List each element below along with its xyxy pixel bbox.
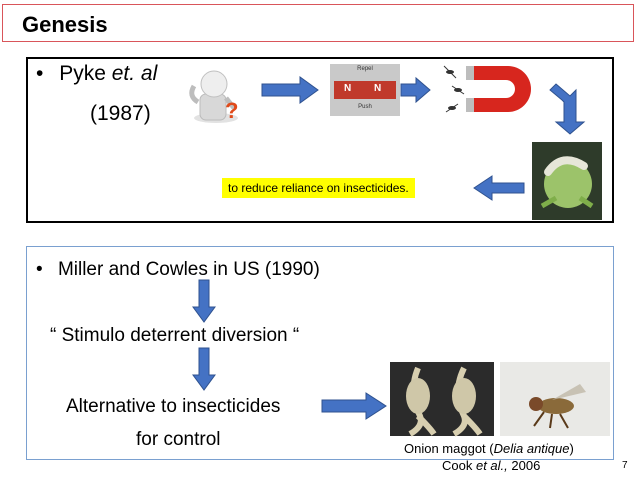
arrow-right-icon	[321, 392, 387, 420]
caption-author: Cook	[442, 458, 476, 473]
caption-line1-suffix: )	[569, 441, 574, 456]
authors-text: Pyke	[59, 62, 112, 85]
authors-etal: et. al	[111, 62, 158, 85]
caption-line1-prefix: Onion maggot (	[404, 441, 494, 456]
bullet: •	[36, 259, 43, 280]
highlight-text: to reduce reliance on insecticides.	[222, 178, 415, 198]
arrow-left-icon	[473, 175, 525, 201]
caption-line2: Cook et al., 2006	[442, 458, 540, 473]
section-2-line3: Alternative to insecticides	[66, 396, 281, 417]
arrow-right-icon	[400, 76, 431, 104]
arrow-right-icon	[261, 76, 319, 104]
magnet-photo: Repel N N Push	[330, 64, 400, 116]
section-1-year: (1987)	[90, 102, 151, 125]
section-1-box	[26, 57, 614, 223]
section-2-line1: • Miller and Cowles in US (1990)	[36, 259, 320, 281]
miller-cowles-text: Miller and Cowles in US (1990)	[57, 259, 320, 280]
magnet-bar	[334, 81, 396, 99]
caption-species: Delia antique	[493, 441, 570, 456]
section-2-line2: “ Stimulo deterrent diversion “	[50, 325, 300, 346]
caption-line1: Onion maggot (Delia antique)	[404, 441, 574, 456]
arrow-elbow-down-icon	[549, 83, 586, 135]
caterpillar-photo	[532, 142, 602, 220]
title-box	[2, 4, 634, 42]
page-number: 7	[622, 460, 628, 471]
caption-etal: et al.,	[475, 458, 508, 473]
bullet: •	[36, 62, 44, 85]
arrow-down-icon	[192, 347, 216, 391]
insect-icon	[443, 65, 465, 113]
magnet-label-top: Repel	[357, 66, 373, 72]
section-2-line4: for control	[136, 429, 221, 450]
fly-photo	[500, 362, 610, 436]
arrow-down-icon	[192, 279, 216, 323]
magnet-n2: N	[374, 83, 382, 94]
onion-maggot-photo	[390, 362, 494, 437]
section-1-authors: • Pyke et. al	[36, 62, 157, 86]
magnet-label-bottom: Push	[358, 104, 372, 110]
question-mark-icon: ?	[225, 98, 238, 123]
caption-year: 2006	[507, 458, 541, 473]
section-2-box	[26, 246, 614, 460]
horseshoe-magnet-icon	[466, 66, 531, 112]
slide-title: Genesis	[22, 12, 108, 37]
magnet-n1: N	[344, 83, 352, 94]
